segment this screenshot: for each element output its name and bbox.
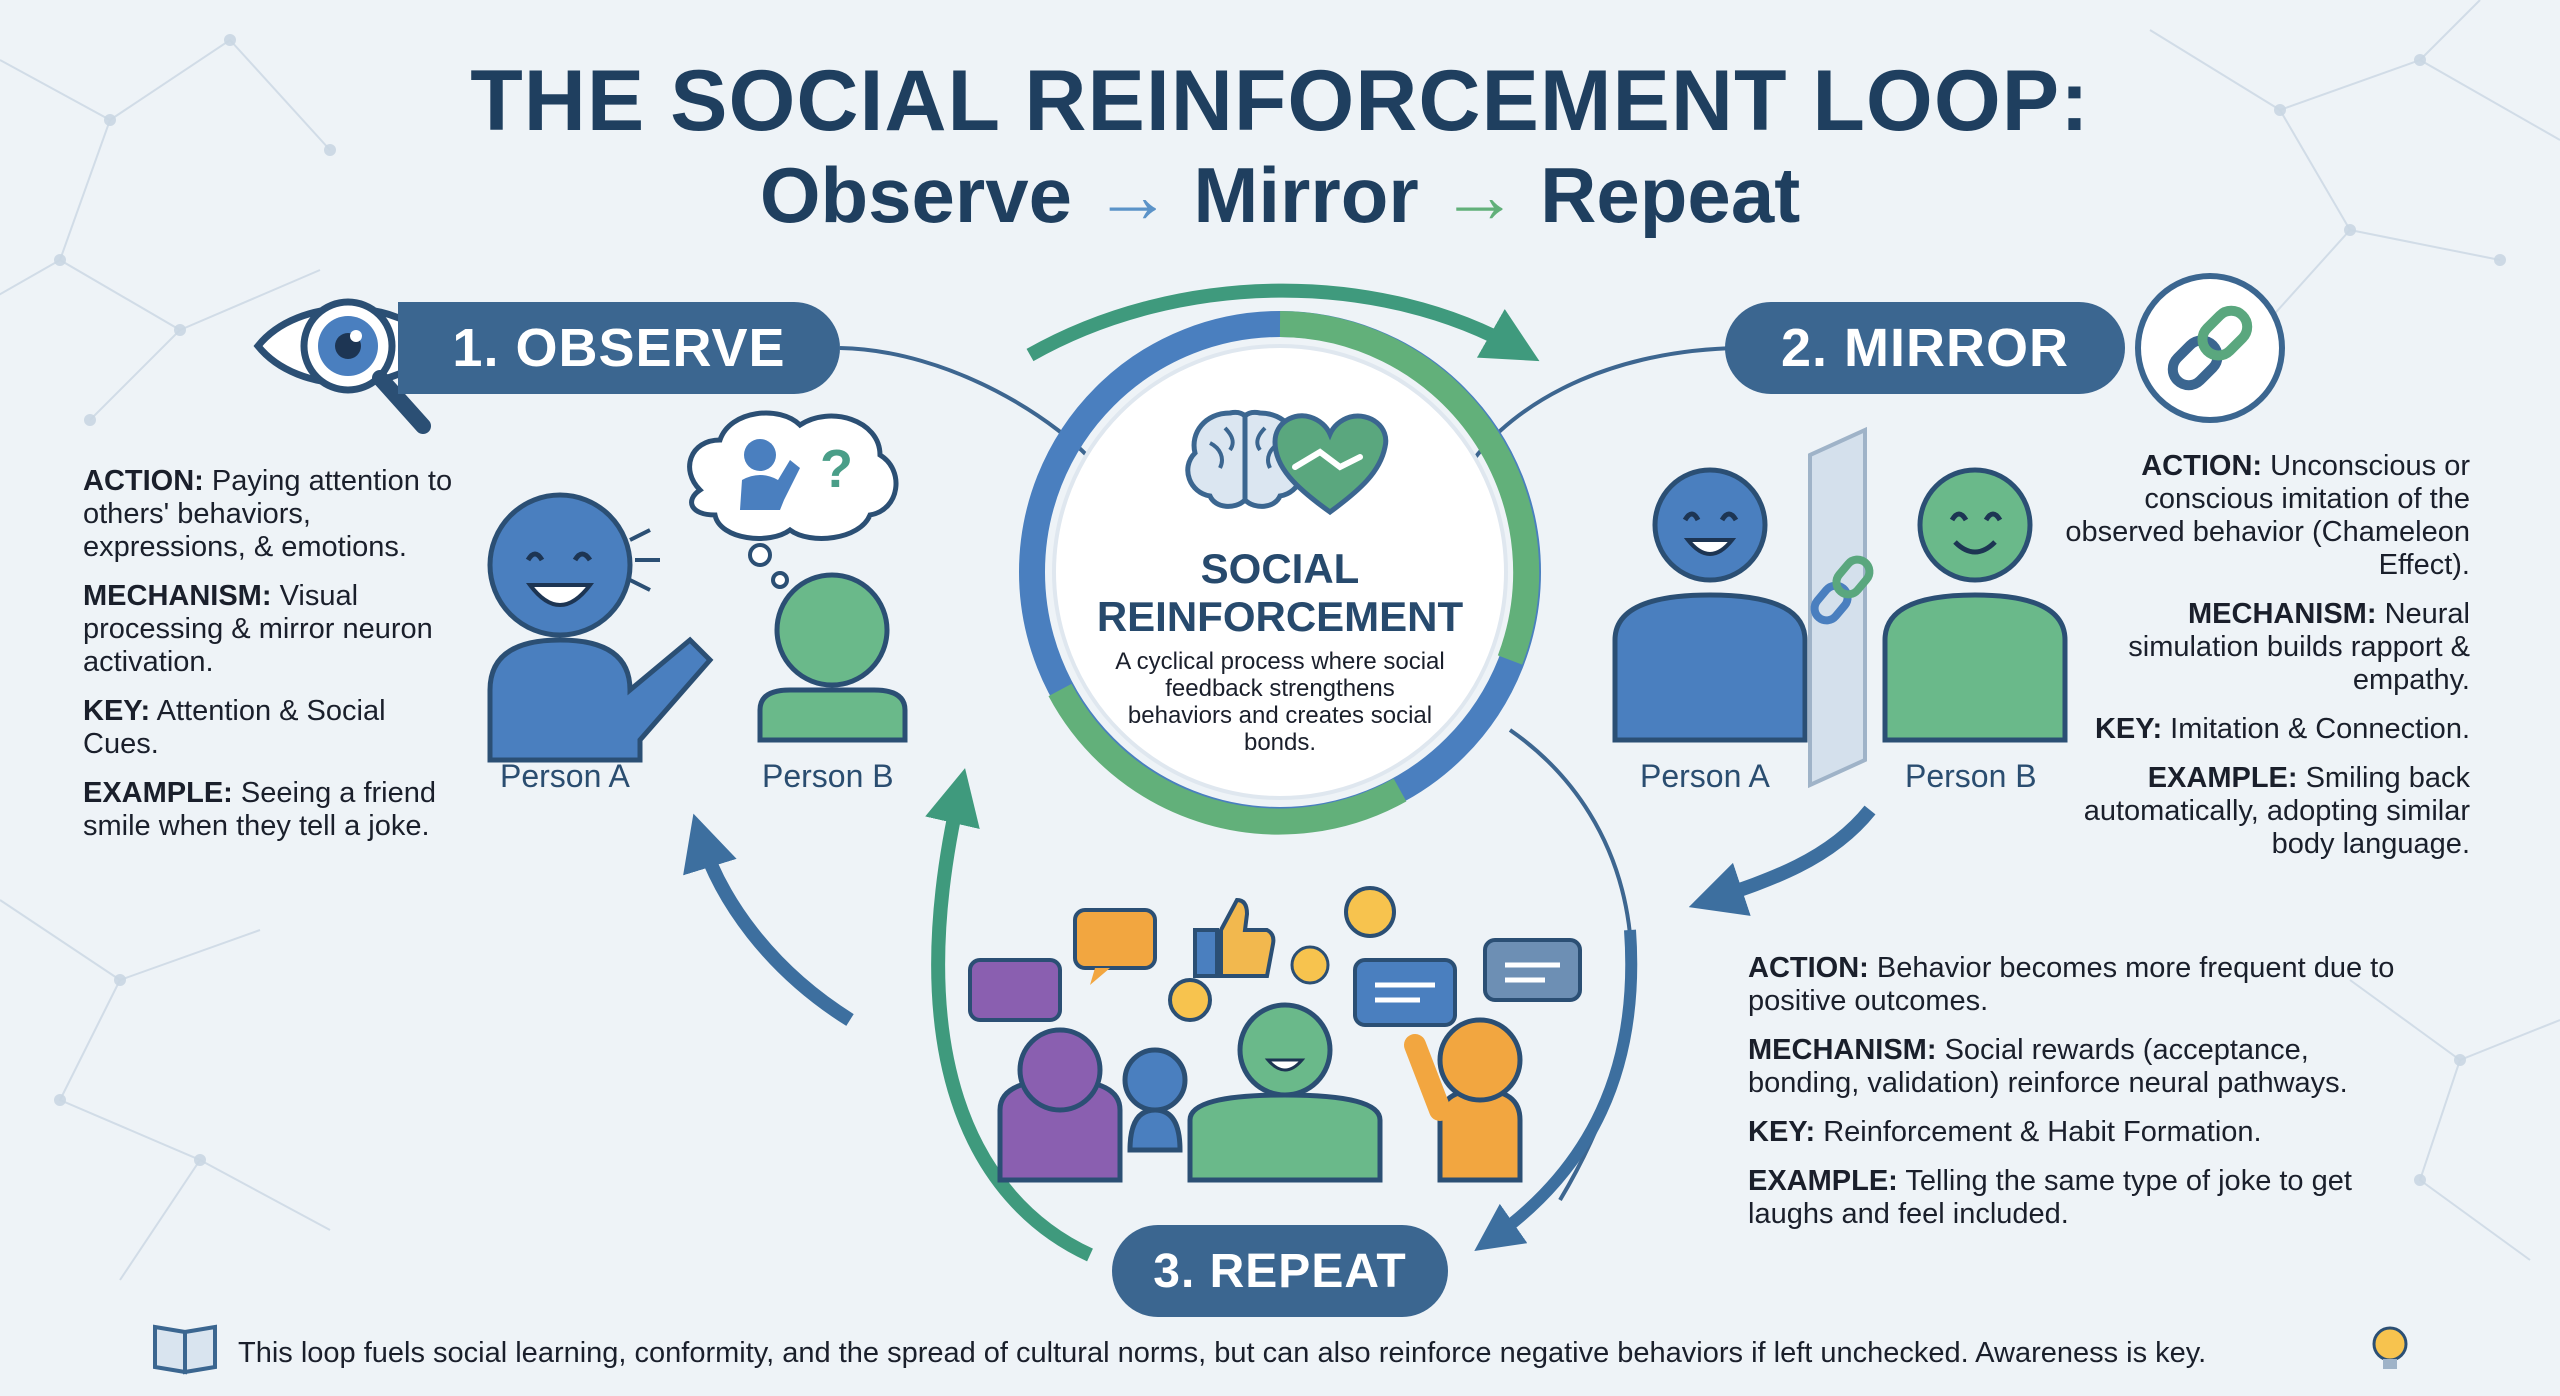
repeat-action: Behavior becomes more frequent due to po… [1748,952,2395,1017]
thought-bubble [687,410,899,589]
connector-mirror [1458,346,1741,481]
arrow-into-repeat [1474,929,1638,1252]
repeat-key-key: KEY: [1748,1116,1816,1148]
arrow-mirror-to-repeat [1688,805,1876,916]
observe-person-b [757,572,908,743]
thumbs-up-icon [1193,897,1276,978]
arrow-observe-to-mirror [1026,283,1540,362]
center-description: A cyclical process where social feedback… [1115,648,1445,756]
mirror-glass [1808,426,1867,789]
subtitle-arrow-1: → [1093,151,1172,239]
mirror-chain-icon [1810,555,1874,625]
page-title: THE SOCIAL REINFORCEMENT LOOP: [470,53,2090,149]
smiley-icon [1168,886,1396,1022]
book-icon [153,1324,217,1375]
chain-link-icon [2167,305,2253,391]
observe-description: ACTION: Paying attention to others' beha… [83,465,453,859]
center-disc [1052,344,1508,800]
repeat-mechanism-key: MECHANISM: [1748,1034,1937,1066]
mirror-action: Unconscious or conscious imitation of th… [2065,450,2470,581]
arrow-repeat-up [925,768,1093,1262]
observe-person-b-label: Person B [762,758,894,794]
center-title: SOCIAL REINFORCEMENT [1040,545,1520,641]
mirror-mechanism-key: MECHANISM: [2188,598,2377,630]
chat-bubble-icon-grey [1483,938,1582,1002]
repeat-description: ACTION: Behavior becomes more frequent d… [1748,952,2408,1247]
observe-action-key: ACTION: [83,465,204,497]
observe-pill: 1. OBSERVE [398,302,840,394]
mirror-action-key: ACTION: [2141,450,2263,482]
repeat-action-key: ACTION: [1748,952,1869,984]
center-title-line2: REINFORCEMENT [1096,593,1464,640]
subtitle-arrow-2: → [1440,151,1519,239]
observe-key: Attention & Social Cues. [83,695,386,760]
repeat-key: Reinforcement & Habit Formation. [1823,1116,2262,1148]
chat-bubble-icon-blue [1353,958,1457,1027]
footer-note: This loop fuels social learning, conform… [238,1337,2207,1369]
observe-person-a-label: Person A [500,758,630,794]
observe-example-key: EXAMPLE: [83,777,233,809]
mirror-example: Smiling back automatically, adopting sim… [2083,762,2470,860]
observe-key-key: KEY: [83,695,151,727]
observe-mechanism: Visual processing & mirror neuron activa… [83,580,433,678]
mirror-person-a [1612,467,1808,743]
observe-action: Paying attention to others' behaviors, e… [83,465,453,563]
mirror-description: ACTION: Unconscious or conscious imitati… [2060,450,2470,877]
chat-bubble-icon-purple [968,958,1062,1022]
arrow-repeat-to-observe [683,813,854,1026]
repeat-example-key: EXAMPLE: [1748,1165,1898,1197]
center-ring-green-bottom [1048,683,1407,835]
repeat-pill: 3. REPEAT [1112,1225,1448,1317]
thought-question-mark: ? [820,439,853,499]
mirror-person-b [1882,467,2068,743]
mirror-person-a-label: Person A [1640,758,1770,794]
connector-observe [839,346,1102,472]
subtitle-observe: Observe [759,151,1073,239]
observe-example: Seeing a friend smile when they tell a j… [83,777,436,842]
chat-bubble-icon-orange [1073,908,1157,985]
page-subtitle: Observe → Mirror → Repeat [0,150,2560,241]
center-ring-green-top [1279,311,1540,665]
subtitle-repeat: Repeat [1540,151,1801,239]
lightbulb-icon [2372,1326,2408,1369]
mirror-key-key: KEY: [2094,713,2163,745]
eye-magnifier-icon [253,298,443,434]
mirror-example-key: EXAMPLE: [2147,762,2298,794]
heart-handshake-icon [1272,413,1389,516]
repeat-example: Telling the same type of joke to get lau… [1748,1165,2352,1230]
observe-person-a [487,492,714,763]
center-title-line1: SOCIAL [1200,545,1360,592]
subtitle-mirror: Mirror [1193,151,1419,239]
mirror-key: Imitation & Connection. [2170,713,2470,745]
mirror-person-b-label: Person B [1905,758,2037,794]
observe-mechanism-key: MECHANISM: [83,580,272,612]
repeat-group [997,1002,1523,1183]
mirror-mechanism: Neural simulation builds rapport & empat… [2128,598,2470,696]
mirror-pill: 2. MIRROR [1725,302,2125,394]
repeat-mechanism: Social rewards (acceptance, bonding, val… [1748,1034,2348,1099]
